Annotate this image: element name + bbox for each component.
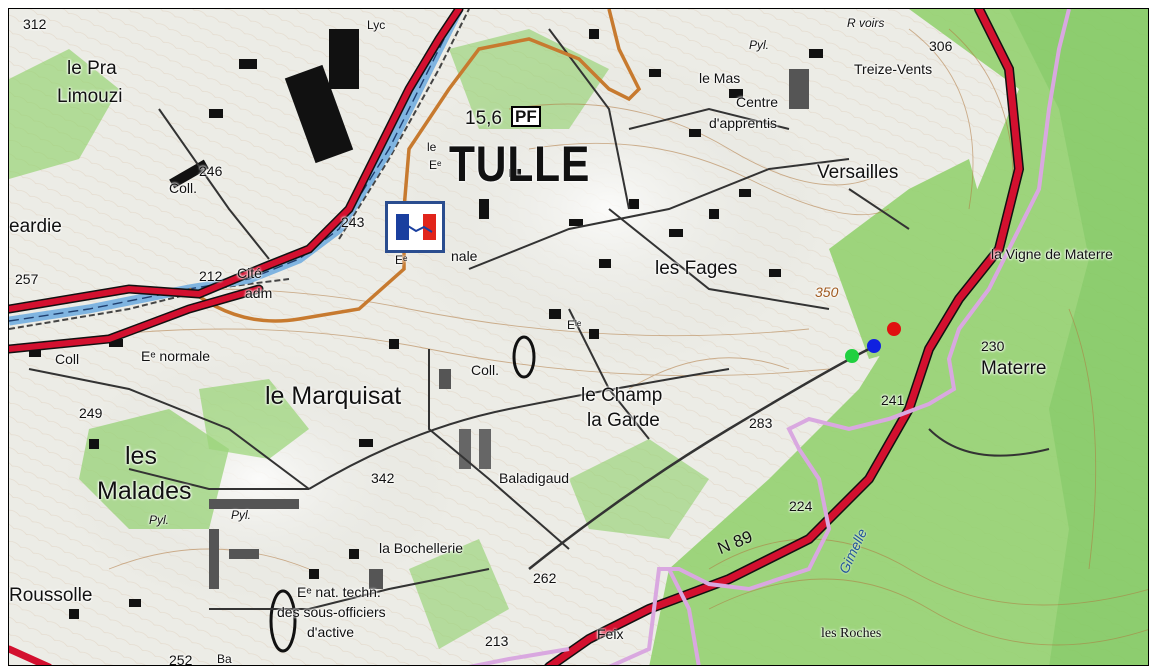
place-label: eardie	[9, 216, 62, 237]
prefecture-flag-icon	[396, 214, 436, 240]
place-label: adm	[245, 285, 273, 301]
place-label: R voirs	[847, 16, 885, 30]
place-label: d'apprentis	[709, 115, 778, 131]
place-label: Treize-Vents	[854, 61, 933, 77]
elevation-label: 212	[199, 268, 223, 284]
stadium-track	[269, 589, 297, 653]
place-label: Roussolle	[9, 585, 93, 606]
major-roads	[9, 9, 1025, 665]
place-label: le Champ	[581, 385, 663, 406]
map-canvas[interactable]	[9, 9, 1149, 666]
sports-field	[512, 335, 536, 379]
blue-dot-marker[interactable]	[867, 339, 881, 353]
place-label: Coll.	[169, 180, 198, 196]
elevation-label: 350	[815, 284, 839, 300]
place-label: la Garde	[587, 410, 660, 431]
green-dot-marker[interactable]	[845, 349, 859, 363]
railway-line-2	[528, 347, 870, 570]
place-label: Coll	[55, 351, 80, 367]
city-name-label: TULLE	[449, 136, 591, 192]
pylon-label: Pyl.	[149, 513, 170, 527]
prefecture-marker[interactable]	[385, 201, 445, 253]
pylon-label: Pyl.	[231, 508, 252, 522]
place-label: Ba	[217, 652, 232, 666]
place-label: Materre	[981, 358, 1047, 379]
place-label: Versailles	[817, 162, 899, 183]
place-label: les	[125, 442, 157, 470]
elevation-label: 230	[981, 338, 1005, 354]
place-label: Eᵉ nat. techn.	[297, 584, 381, 600]
place-label: Eᵉ	[429, 158, 442, 172]
place-label: Lyc	[367, 18, 386, 32]
elevation-label: 257	[15, 271, 39, 287]
red-dot-marker[interactable]	[887, 322, 901, 336]
elevation-label: 252	[169, 652, 193, 666]
place-label: Baladigaud	[499, 470, 570, 486]
place-label: Malades	[97, 477, 192, 505]
place-label: les Fages	[655, 258, 738, 279]
place-label: Cité	[237, 265, 262, 281]
elevation-label: 243	[341, 214, 365, 230]
topographic-map[interactable]: le Pra Limouzi eardie TULLE le le Mas Ce…	[8, 8, 1149, 666]
place-label: Coll.	[471, 362, 500, 378]
railway-line	[9, 9, 470, 330]
elevation-label: 283	[749, 415, 773, 431]
elevation-label: 246	[199, 163, 223, 179]
place-label: Centre	[736, 94, 779, 110]
place-label: le Pra	[67, 58, 117, 79]
elevation-label: 249	[79, 405, 103, 421]
place-label: la Bochellerie	[379, 540, 464, 556]
place-label: nale	[451, 248, 478, 264]
elevation-label: 15,6	[465, 108, 502, 129]
elevation-label: 224	[789, 498, 813, 514]
place-label: la Vigne de Materre	[991, 246, 1113, 262]
place-label: Limouzi	[57, 86, 123, 107]
place-label: Eᵉ normale	[141, 348, 211, 364]
place-label: le Mas	[699, 70, 741, 86]
secondary-road	[187, 9, 642, 323]
pf-label: PF	[511, 106, 541, 127]
pylon-label: Pyl.	[749, 38, 770, 52]
place-label: Eˡᵉ	[567, 318, 582, 332]
elevation-label: 241	[881, 392, 905, 408]
place-label: le	[427, 140, 437, 154]
elevation-label: 312	[23, 16, 47, 32]
place-label: le Marquisat	[265, 382, 402, 410]
place-label: d'active	[307, 624, 355, 640]
place-label: des sous-officiers	[277, 604, 386, 620]
place-label: Eᵉ	[395, 253, 408, 267]
elevation-label: 342	[371, 470, 395, 486]
elevation-label: 306	[929, 38, 953, 54]
place-label: Feix	[597, 626, 624, 642]
hiking-trail	[468, 9, 1071, 665]
elevation-label: 262	[533, 570, 557, 586]
elevation-label: 213	[485, 633, 509, 649]
place-label: les Roches	[821, 626, 882, 641]
